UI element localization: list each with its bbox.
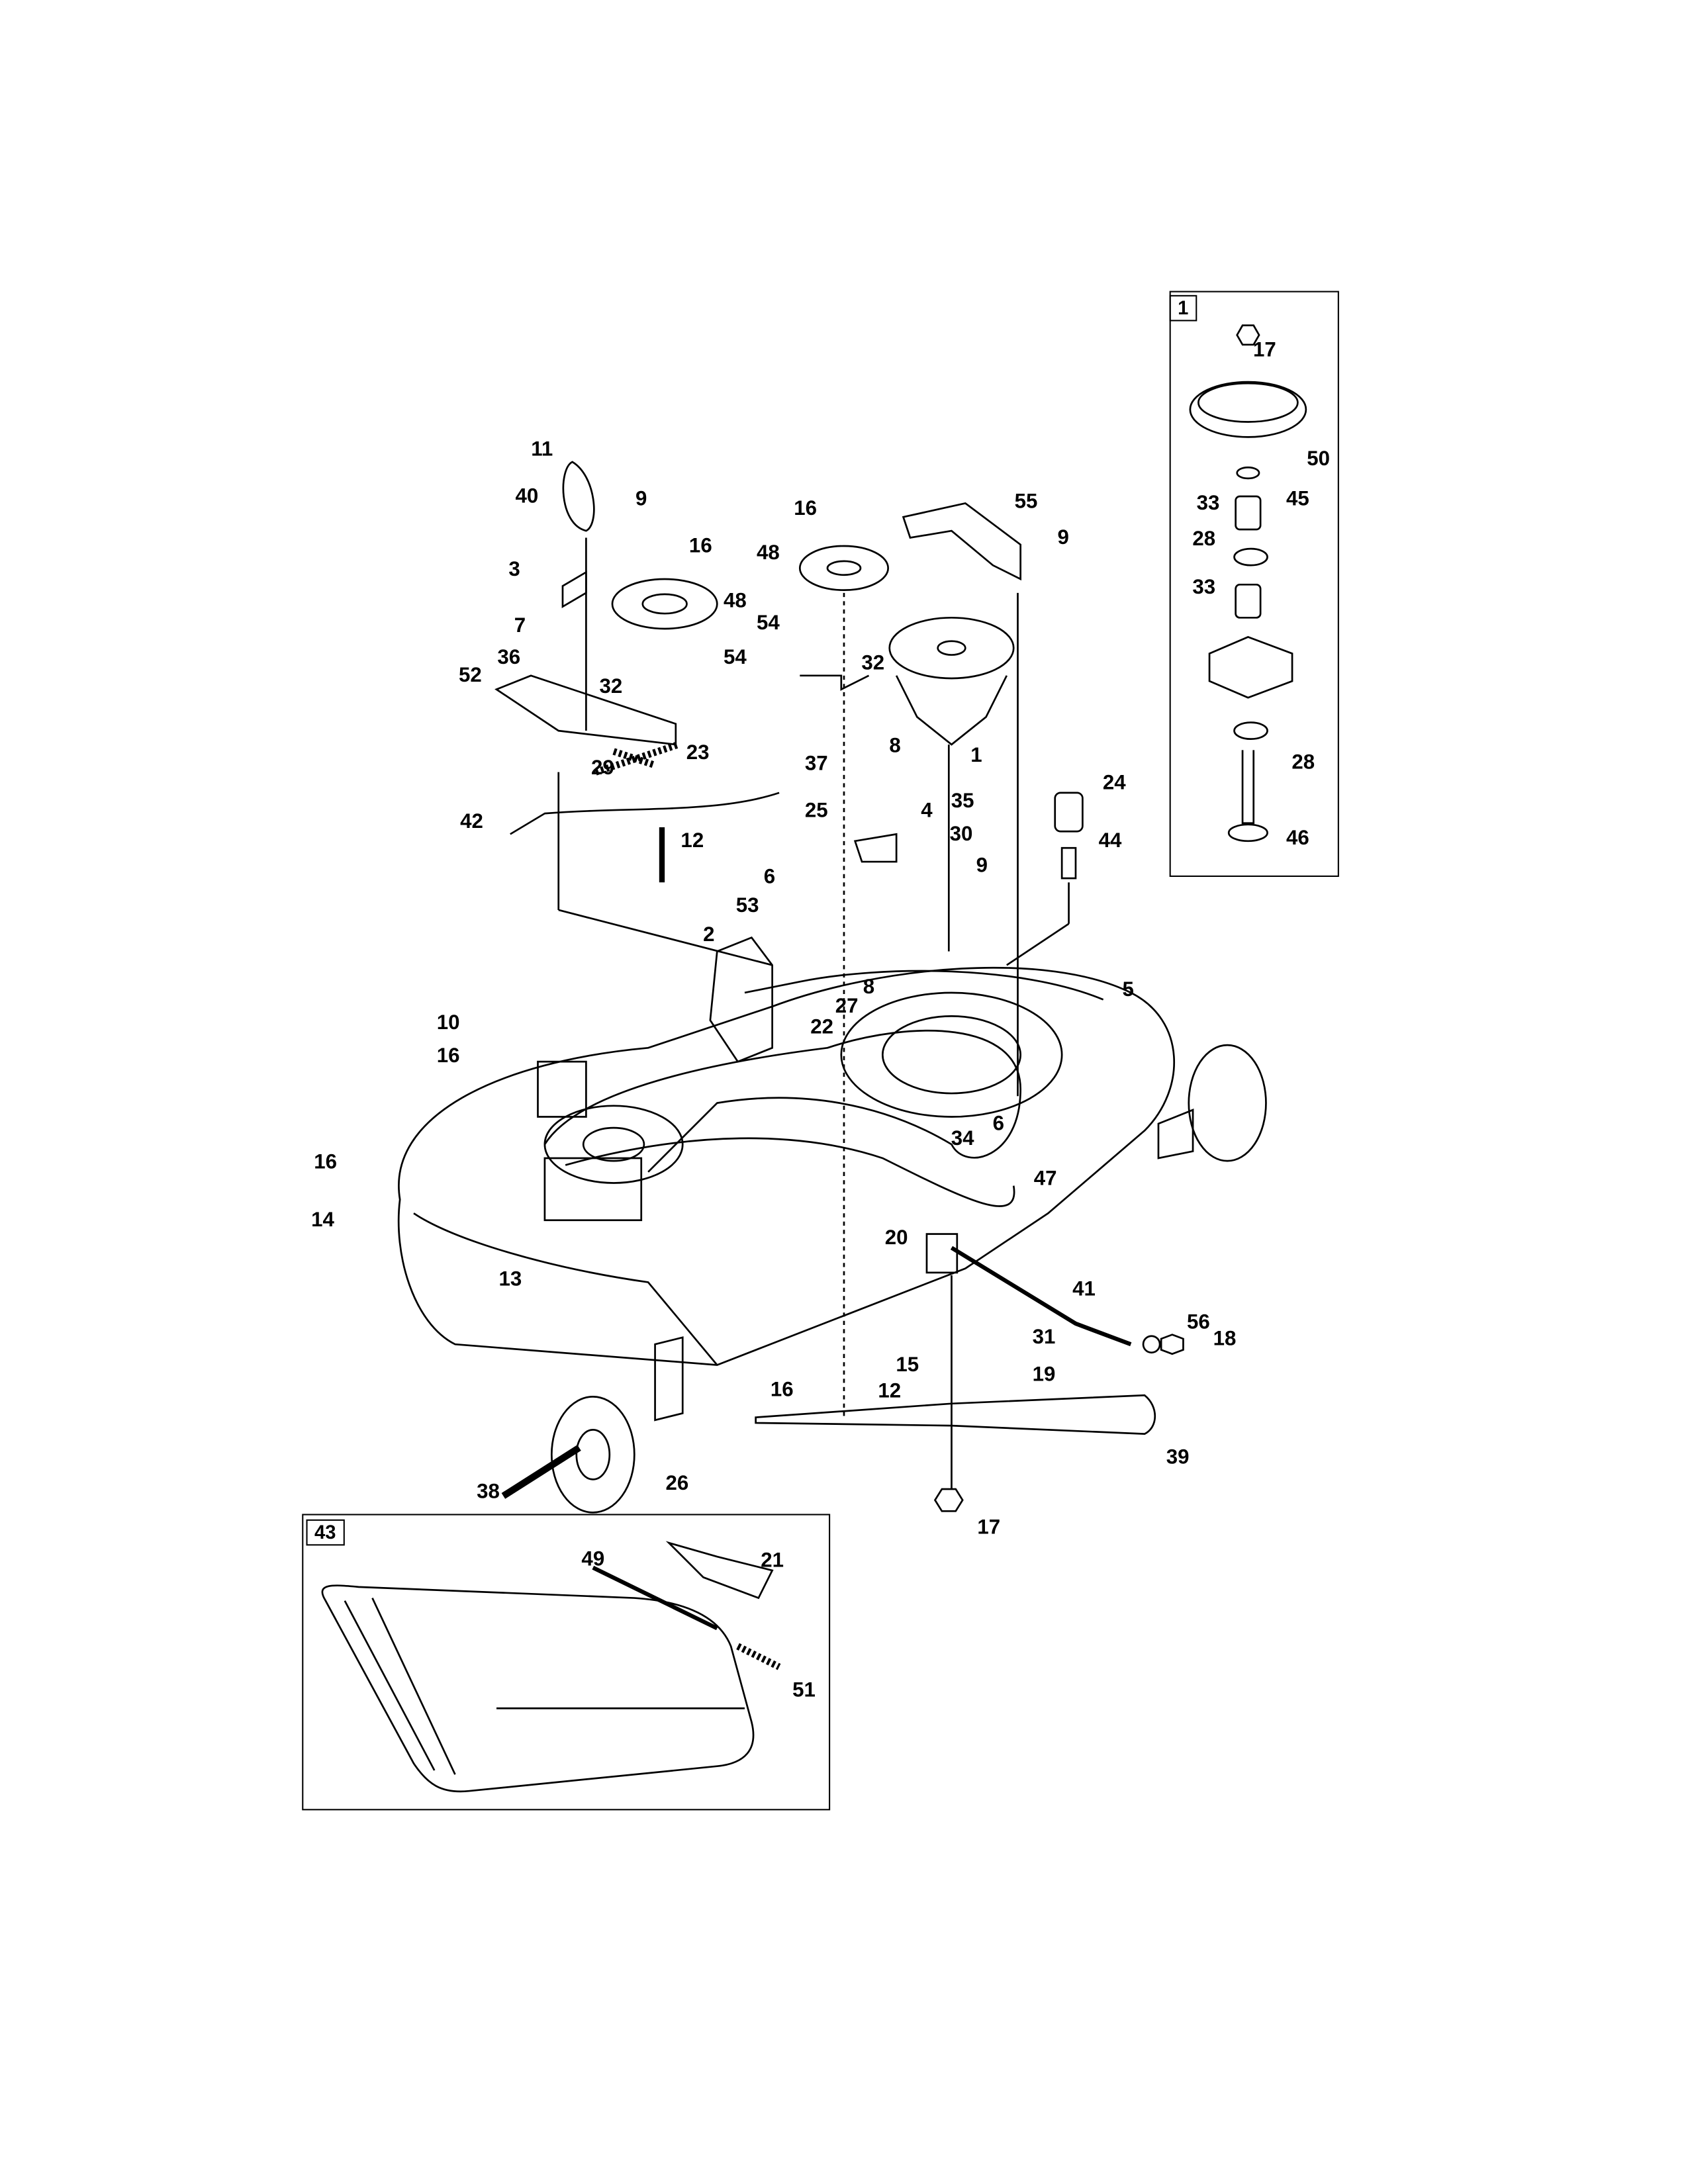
callout-11: 11	[531, 437, 553, 461]
callout-8: 8	[863, 975, 875, 999]
callout-10: 10	[436, 1011, 460, 1035]
callout-49: 49	[581, 1547, 605, 1571]
callout-30: 30	[949, 822, 973, 846]
callout-53: 53	[735, 894, 759, 918]
callout-51: 51	[792, 1678, 816, 1702]
callout-23: 23	[686, 741, 710, 765]
callout-17: 17	[977, 1516, 1001, 1540]
callout-40: 40	[515, 484, 539, 508]
callout-55: 55	[1014, 490, 1038, 514]
callout-12: 12	[680, 829, 704, 853]
callout-6: 6	[992, 1112, 1005, 1136]
callout-26: 26	[665, 1471, 689, 1496]
callout-7: 7	[514, 614, 526, 638]
inset-tag-43: 43	[306, 1519, 344, 1546]
callout-28: 28	[1291, 751, 1315, 774]
callout-15: 15	[896, 1353, 919, 1377]
callout-24: 24	[1102, 771, 1126, 796]
callout-29: 29	[591, 756, 614, 780]
callout-37: 37	[804, 752, 828, 776]
deck-shell	[397, 966, 1176, 1366]
callout-50: 50	[1307, 447, 1331, 471]
callout-5: 5	[1122, 978, 1134, 1002]
callout-27: 27	[835, 995, 859, 1019]
callout-48: 48	[724, 589, 747, 614]
callout-22: 22	[810, 1015, 834, 1039]
callout-16: 16	[314, 1150, 338, 1174]
callout-16: 16	[770, 1378, 794, 1402]
inset-tag-1: 1	[1169, 295, 1197, 322]
callout-54: 54	[724, 646, 747, 670]
callout-25: 25	[804, 799, 828, 823]
callout-9: 9	[635, 487, 647, 511]
callout-32: 32	[861, 651, 885, 675]
callout-47: 47	[1033, 1167, 1057, 1191]
callout-3: 3	[508, 557, 520, 582]
callout-28: 28	[1192, 527, 1216, 551]
callout-38: 38	[477, 1480, 500, 1504]
callout-52: 52	[459, 664, 482, 688]
callout-39: 39	[1166, 1445, 1190, 1469]
callout-42: 42	[460, 809, 483, 834]
callout-33: 33	[1192, 575, 1216, 600]
callout-33: 33	[1196, 491, 1220, 516]
callout-13: 13	[498, 1267, 522, 1292]
callout-19: 19	[1032, 1363, 1056, 1387]
callout-14: 14	[311, 1208, 334, 1232]
callout-4: 4	[921, 799, 933, 823]
callout-17: 17	[1253, 338, 1276, 362]
callout-9: 9	[1057, 525, 1069, 550]
callout-34: 34	[951, 1127, 974, 1151]
callout-56: 56	[1187, 1310, 1210, 1334]
callout-6: 6	[763, 865, 776, 889]
callout-54: 54	[757, 611, 780, 635]
callout-1: 1	[970, 743, 982, 768]
chute-exploded-drawing	[321, 1541, 781, 1793]
callout-45: 45	[1286, 487, 1309, 511]
callout-20: 20	[884, 1226, 908, 1250]
callout-32: 32	[599, 674, 623, 699]
inset-discharge-chute	[302, 1514, 831, 1811]
callout-16: 16	[436, 1044, 460, 1068]
callout-44: 44	[1098, 829, 1122, 853]
callout-41: 41	[1072, 1277, 1096, 1301]
inset-spindle-assembly	[1169, 291, 1339, 877]
callout-35: 35	[951, 789, 974, 813]
callout-16: 16	[688, 534, 712, 558]
mower-blade	[755, 1394, 1156, 1435]
callout-8: 8	[889, 734, 901, 758]
callout-48: 48	[757, 541, 780, 565]
callout-36: 36	[497, 646, 521, 670]
callout-21: 21	[761, 1549, 784, 1573]
callout-16: 16	[794, 497, 818, 521]
spindle-exploded-drawing	[1189, 324, 1307, 842]
callout-46: 46	[1286, 826, 1309, 850]
callout-2: 2	[703, 923, 715, 947]
callout-18: 18	[1213, 1327, 1237, 1351]
callout-12: 12	[878, 1379, 902, 1403]
callout-9: 9	[976, 854, 988, 878]
callout-31: 31	[1032, 1326, 1056, 1349]
